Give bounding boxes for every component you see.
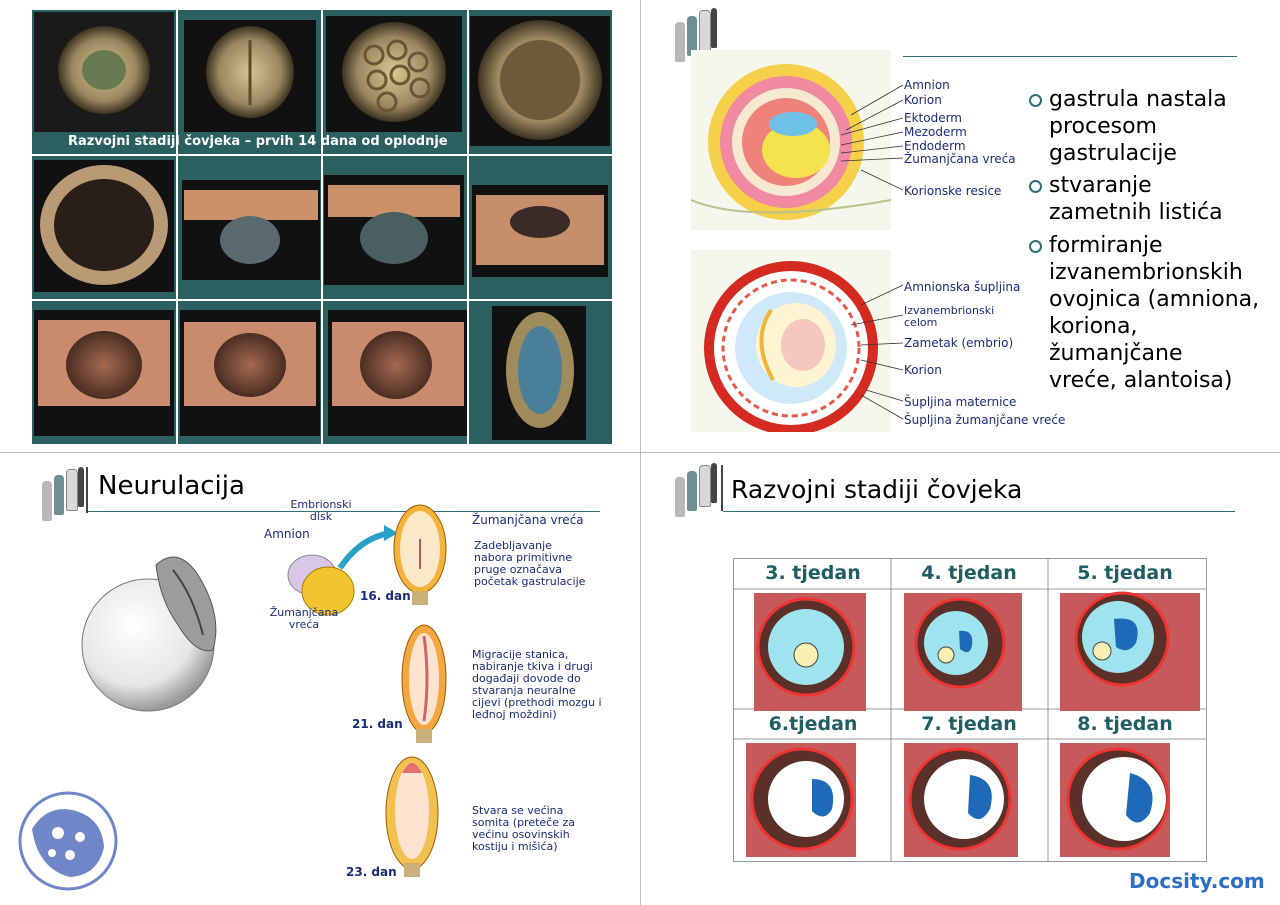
slide-embryo-stages: Razvojni stadiji čovjeka – prvih 14 dana… xyxy=(0,0,640,452)
leader-lines xyxy=(841,84,904,420)
slide-neurulacija: Neurulacija Embrionski disk Amnion Žuman… xyxy=(0,452,640,905)
label-amnion: Amnion xyxy=(904,78,950,92)
note-day21: Migracije stanica, nabiranje tkiva i dru… xyxy=(472,648,602,721)
title-bar xyxy=(721,465,723,511)
label-amnion: Amnion xyxy=(264,527,310,541)
embryo-grid: Razvojni stadiji čovjeka – prvih 14 dana… xyxy=(32,10,612,444)
title-bar xyxy=(86,467,88,513)
day21-embryo xyxy=(401,624,447,743)
bullet-icon xyxy=(1029,180,1042,193)
week-4-label: 4. tjedan xyxy=(921,562,1017,584)
label-embrionski-disk: Embrionski disk xyxy=(290,498,352,523)
slide-razvojni-stadiji: Razvojni stadiji čovjeka xyxy=(640,452,1280,905)
docsity-watermark: Docsity.com xyxy=(1129,869,1265,893)
label-amnionska-supljina: Amnionska šupljina xyxy=(904,280,1021,294)
weeks-images xyxy=(734,559,1206,861)
label-ektoderm: Ektoderm xyxy=(904,111,962,125)
slide-gastrula: Amnion Korion Ektoderm Mezoderm Endoderm… xyxy=(640,0,1280,452)
week-3-label: 3. tjedan xyxy=(765,562,861,584)
title-rule xyxy=(723,511,1235,512)
bullet-2: stvaranje zametnih listića xyxy=(1029,172,1223,226)
slide1-caption: Razvojni stadiji čovjeka – prvih 14 dana… xyxy=(68,134,448,149)
slide4-title: Razvojni stadiji čovjeka xyxy=(731,475,1023,504)
embryo-grid-images xyxy=(32,10,612,444)
label-korion: Korion xyxy=(904,93,942,107)
label-day21: 21. dan xyxy=(352,717,403,731)
note-day16: Zadebljavanje nabora primitivne pruge oz… xyxy=(474,539,586,588)
bullet-icon xyxy=(1029,94,1042,107)
label-endoderm: Endoderm xyxy=(904,139,966,153)
label-day16: 16. dan xyxy=(360,589,411,603)
label-zumanjcana-right: Žumanjčana vreća xyxy=(472,513,584,527)
note-day23: Stvara se većina somita (preteče za veći… xyxy=(472,804,576,853)
title-rule xyxy=(903,56,1237,57)
label-zametak: Zametak (embrio) xyxy=(904,336,1014,350)
label-zumanjcana-left: Žumanjčana vreća xyxy=(269,606,339,631)
day16-embryo xyxy=(393,504,447,605)
bullet-1: gastrula nastala procesom gastrulacije xyxy=(1029,86,1227,167)
label-zumanjcana-vreca: Žumanjčana vreća xyxy=(904,152,1016,166)
embryo-membranes-diagram xyxy=(691,250,891,432)
week-5-label: 5. tjedan xyxy=(1077,562,1173,584)
title-rule xyxy=(88,511,600,512)
day23-embryo xyxy=(385,756,439,877)
row-1 xyxy=(34,12,610,146)
bullet-3: formiranje izvanembrionskih ovojnica (am… xyxy=(1029,232,1259,394)
label-mezoderm: Mezoderm xyxy=(904,125,967,139)
week-7-label: 7. tjedan xyxy=(921,713,1017,735)
slide-logo-icon xyxy=(36,467,96,521)
slide-logo-icon xyxy=(669,8,729,62)
embryo-sphere-illustration xyxy=(81,556,217,712)
label-supljina-zumanjcane: Šupljina žumanjčane vreće xyxy=(904,413,1066,427)
label-korionske-resice: Korionske resice xyxy=(904,184,1002,198)
label-korion-bottom: Korion xyxy=(904,363,942,377)
docsity-logo-icon xyxy=(18,791,118,891)
slide-logo-icon xyxy=(669,463,729,517)
week-8-label: 8. tjedan xyxy=(1077,713,1173,735)
bullet-icon xyxy=(1029,240,1042,253)
row-2 xyxy=(34,160,608,292)
weeks-table: 3. tjedan 4. tjedan 5. tjedan 6.tjedan 7… xyxy=(733,558,1207,862)
row-3 xyxy=(34,306,586,440)
amnion-disk-illustration xyxy=(287,525,398,616)
week-6-label: 6.tjedan xyxy=(768,713,858,735)
slide3-title: Neurulacija xyxy=(98,471,245,501)
label-day23: 23. dan xyxy=(346,865,397,879)
label-supljina-maternice: Šupljina maternice xyxy=(904,395,1017,409)
label-izvanembrionski-celom: Izvanembrionski celom xyxy=(904,304,995,329)
gastrula-diagram xyxy=(691,50,891,230)
